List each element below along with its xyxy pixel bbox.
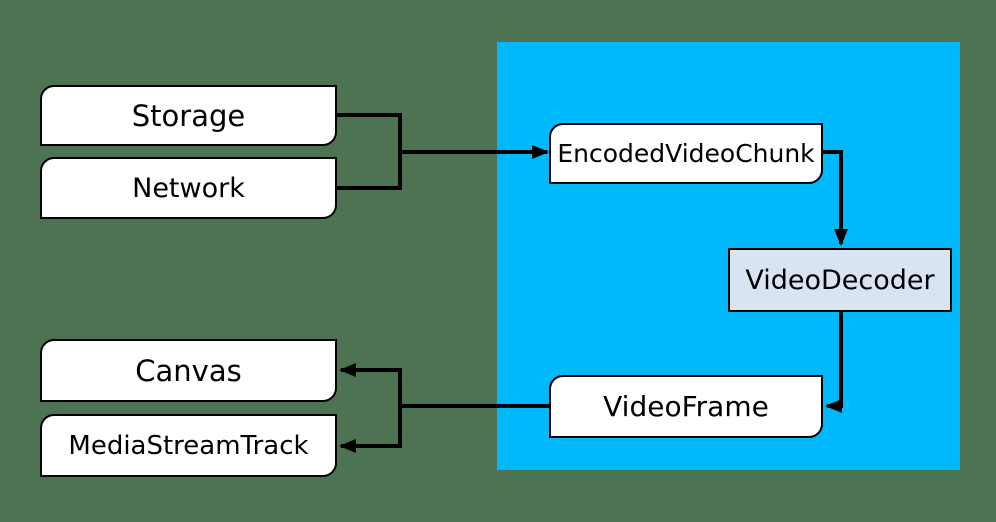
node-encoded-video-chunk-label: EncodedVideoChunk [557,139,815,168]
node-encoded-video-chunk: EncodedVideoChunk [549,123,823,184]
node-media-stream-track-label: MediaStreamTrack [68,430,309,461]
node-canvas-label: Canvas [135,353,242,388]
node-storage: Storage [40,85,337,146]
node-storage-label: Storage [131,98,246,133]
node-network-label: Network [132,172,245,204]
node-video-decoder-label: VideoDecoder [745,264,935,296]
connector-storage-network-bracket [337,113,402,190]
node-canvas: Canvas [40,339,337,402]
node-video-decoder: VideoDecoder [728,248,952,312]
node-media-stream-track: MediaStreamTrack [40,414,337,477]
node-video-frame: VideoFrame [549,375,823,438]
node-network: Network [40,157,337,219]
node-video-frame-label: VideoFrame [603,390,769,423]
